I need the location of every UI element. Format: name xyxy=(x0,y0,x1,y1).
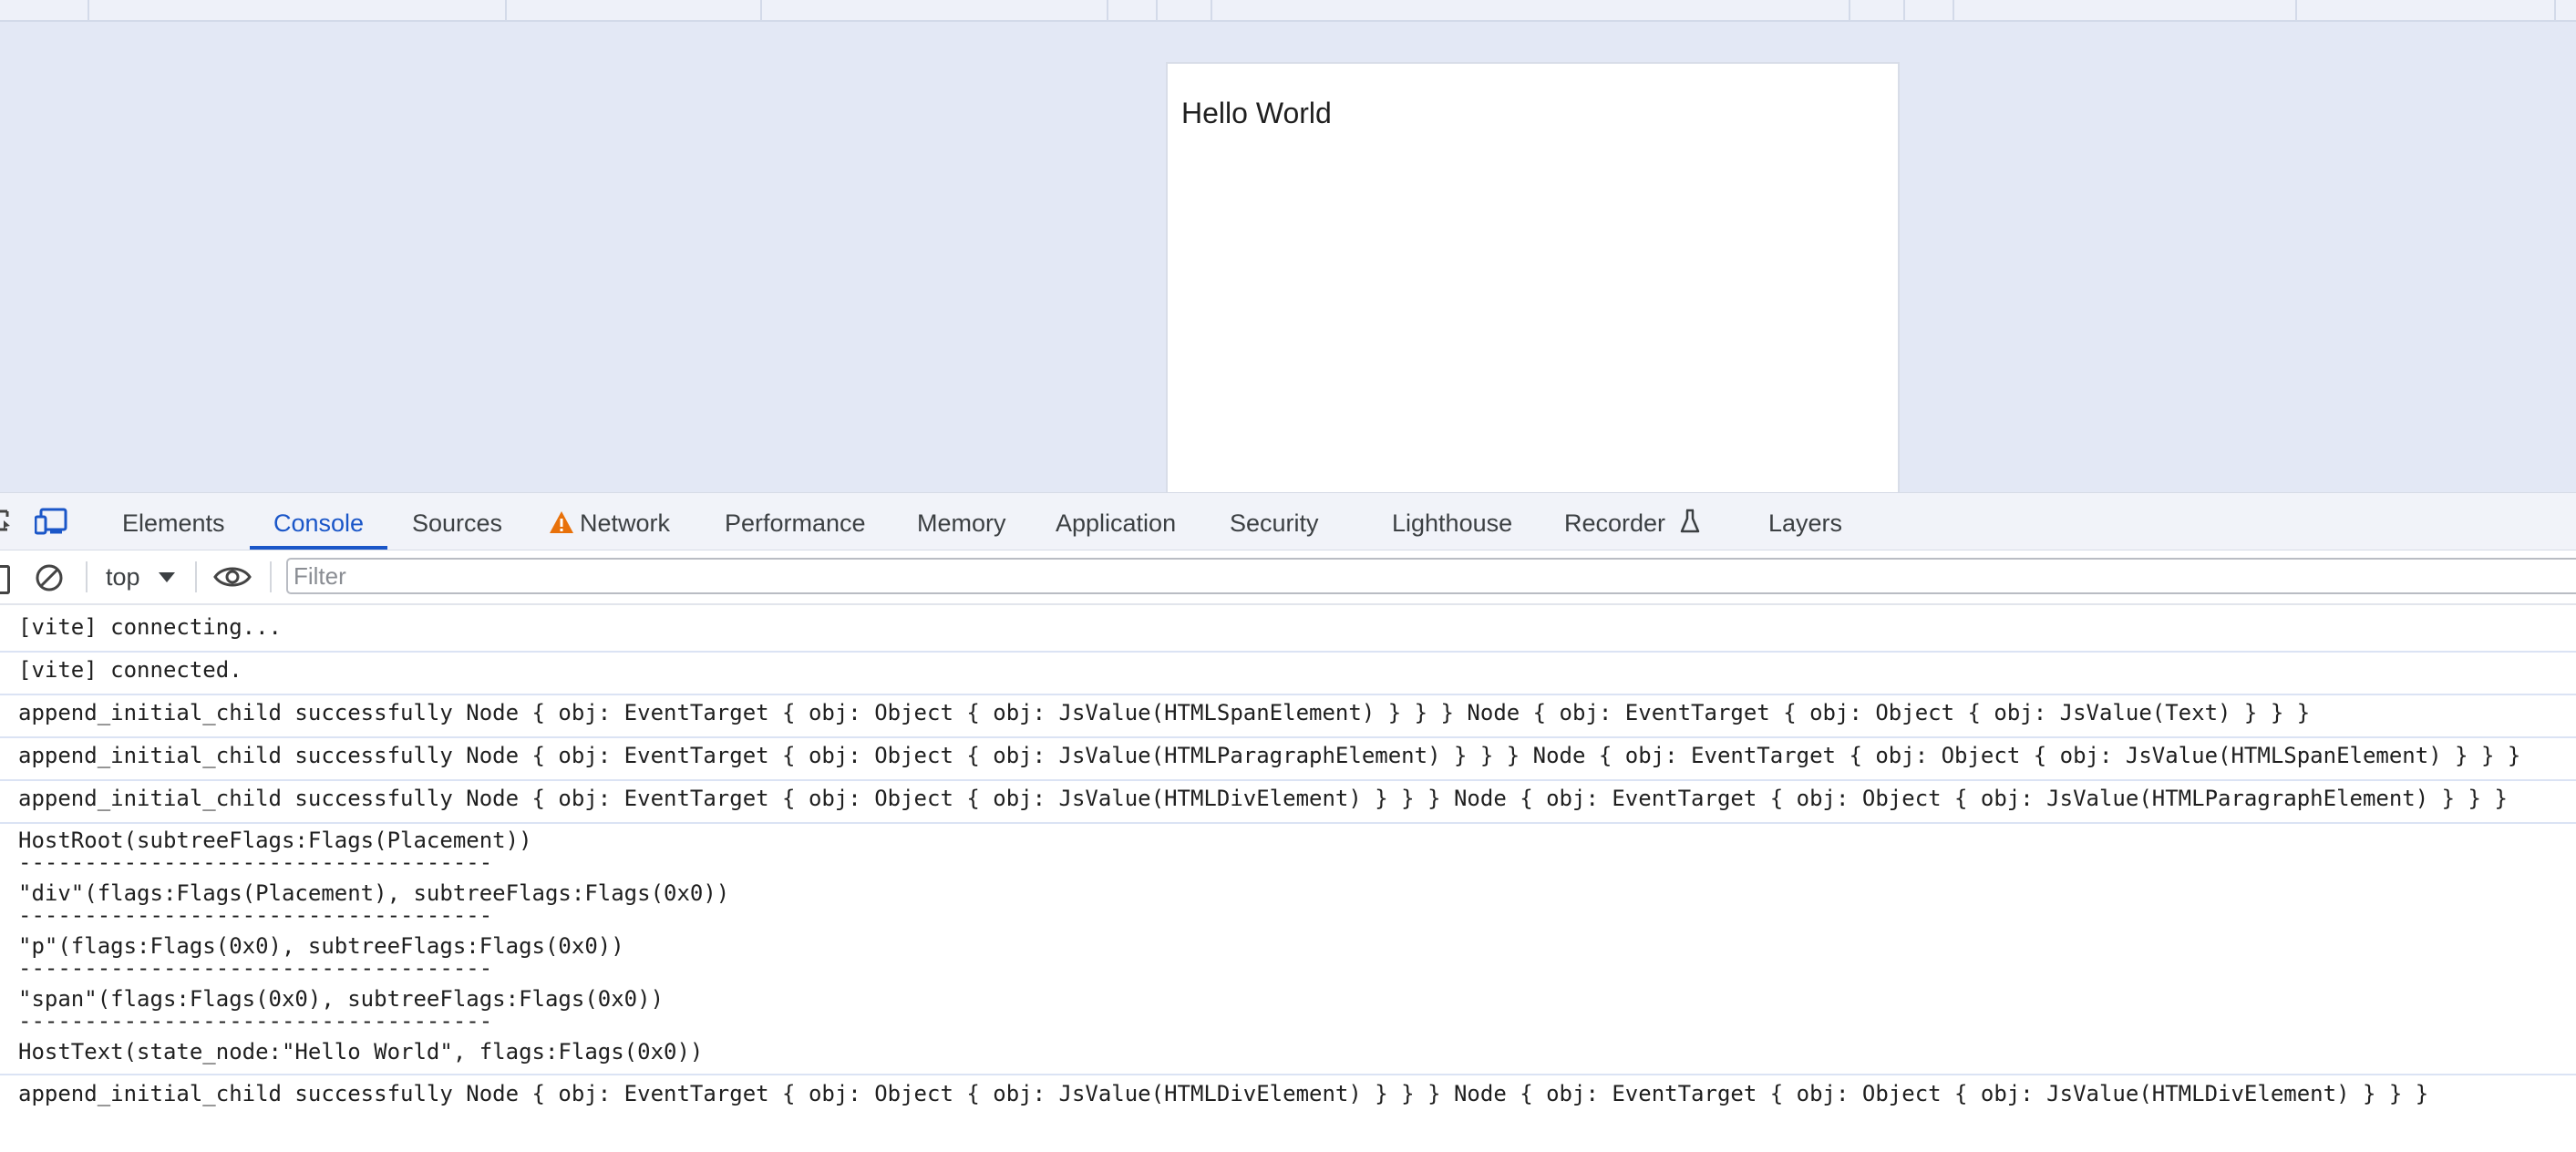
tab-label: Application xyxy=(1056,509,1177,537)
message-divider xyxy=(0,694,2576,695)
tab-label: Security xyxy=(1230,509,1319,537)
message-text: append_initial_child successfully Node {… xyxy=(18,786,2508,811)
warning-icon xyxy=(550,511,573,533)
active-tab-indicator xyxy=(250,546,388,550)
tab-console[interactable]: Console xyxy=(250,493,388,550)
message-text: "span"(flags:Flags(0x0), subtreeFlags:Fl… xyxy=(18,986,665,1012)
clear-console-icon[interactable] xyxy=(35,563,64,592)
context-label: top xyxy=(106,563,140,591)
tab-label: Elements xyxy=(122,509,225,537)
message-text: HostRoot(subtreeFlags:Flags(Placement)) xyxy=(18,828,532,853)
inspect-element-icon[interactable] xyxy=(0,508,11,533)
message-text: ------------------------------------ xyxy=(18,1008,493,1034)
context-selector[interactable]: top xyxy=(106,560,140,594)
ruler-tick xyxy=(505,0,507,20)
dropdown-arrow-icon xyxy=(159,572,175,582)
tab-sources[interactable]: Sources xyxy=(412,493,502,548)
toolbar-divider xyxy=(195,561,197,592)
message-text: ------------------------------------ xyxy=(18,902,493,928)
console-log: [vite] connecting... [vite] connected. a… xyxy=(0,605,2576,1152)
ruler-tick xyxy=(1849,0,1850,20)
message-text: "div"(flags:Flags(Placement), subtreeFla… xyxy=(18,880,730,906)
ruler-tick xyxy=(1156,0,1158,20)
message-text: HostText(state_node:"Hello World", flags… xyxy=(18,1039,704,1065)
ruler-tick xyxy=(88,0,89,20)
message-divider xyxy=(0,779,2576,781)
tab-network[interactable]: Network xyxy=(549,493,670,548)
live-expression-eye-icon[interactable] xyxy=(213,563,252,591)
console-toolbar: top xyxy=(0,550,2576,605)
tab-lighthouse[interactable]: Lighthouse xyxy=(1392,493,1512,548)
tab-memory[interactable]: Memory xyxy=(917,493,1006,548)
tab-label: Layers xyxy=(1768,509,1843,537)
ruler-tick xyxy=(1953,0,1954,20)
hello-world-text: Hello World xyxy=(1181,97,1332,129)
tab-label: Memory xyxy=(917,509,1006,537)
message-divider xyxy=(0,736,2576,738)
toolbar-divider xyxy=(86,561,88,592)
tab-recorder[interactable]: Recorder xyxy=(1564,493,1700,548)
filter-input[interactable] xyxy=(286,558,2576,594)
ruler-tick xyxy=(1211,0,1212,20)
device-toolbar-icon[interactable] xyxy=(35,508,67,535)
tab-label: Lighthouse xyxy=(1392,509,1513,537)
message-text: [vite] connected. xyxy=(18,657,242,683)
sidebar-toggle-icon[interactable] xyxy=(0,565,10,594)
rendered-page: Hello World xyxy=(1166,62,1900,494)
message-text: append_initial_child successfully Node {… xyxy=(18,700,2311,725)
toolbar-divider xyxy=(270,561,272,592)
ruler-tick xyxy=(2295,0,2297,20)
message-divider xyxy=(0,1074,2576,1075)
message-divider xyxy=(0,651,2576,653)
flask-icon xyxy=(1680,509,1699,533)
ruler-tick xyxy=(760,0,762,20)
device-ruler xyxy=(0,0,2576,22)
tab-elements[interactable]: Elements xyxy=(122,493,225,548)
devtools-tab-bar: Elements Console Sources Network Perform… xyxy=(0,492,2576,551)
ruler-tick xyxy=(1107,0,1108,20)
tab-label: Sources xyxy=(412,509,503,537)
message-text: append_initial_child successfully Node {… xyxy=(18,1081,2429,1106)
message-divider xyxy=(0,822,2576,824)
tab-security[interactable]: Security xyxy=(1230,493,1319,548)
tab-layers[interactable]: Layers xyxy=(1768,493,1842,548)
message-text: "p"(flags:Flags(0x0), subtreeFlags:Flags… xyxy=(18,933,624,959)
ruler-tick xyxy=(2554,0,2556,20)
tab-performance[interactable]: Performance xyxy=(725,493,866,548)
tab-label: Network xyxy=(580,509,671,537)
message-text: ------------------------------------ xyxy=(18,955,493,981)
page-viewport: Hello World xyxy=(0,0,2576,494)
tab-label: Recorder xyxy=(1564,509,1666,537)
tab-application[interactable]: Application xyxy=(1056,493,1176,548)
message-text: ------------------------------------ xyxy=(18,849,493,875)
tab-label: Performance xyxy=(725,509,866,537)
tab-label: Console xyxy=(273,509,365,537)
message-text: append_initial_child successfully Node {… xyxy=(18,743,2521,768)
ruler-tick xyxy=(1903,0,1905,20)
message-text: [vite] connecting... xyxy=(18,614,282,640)
